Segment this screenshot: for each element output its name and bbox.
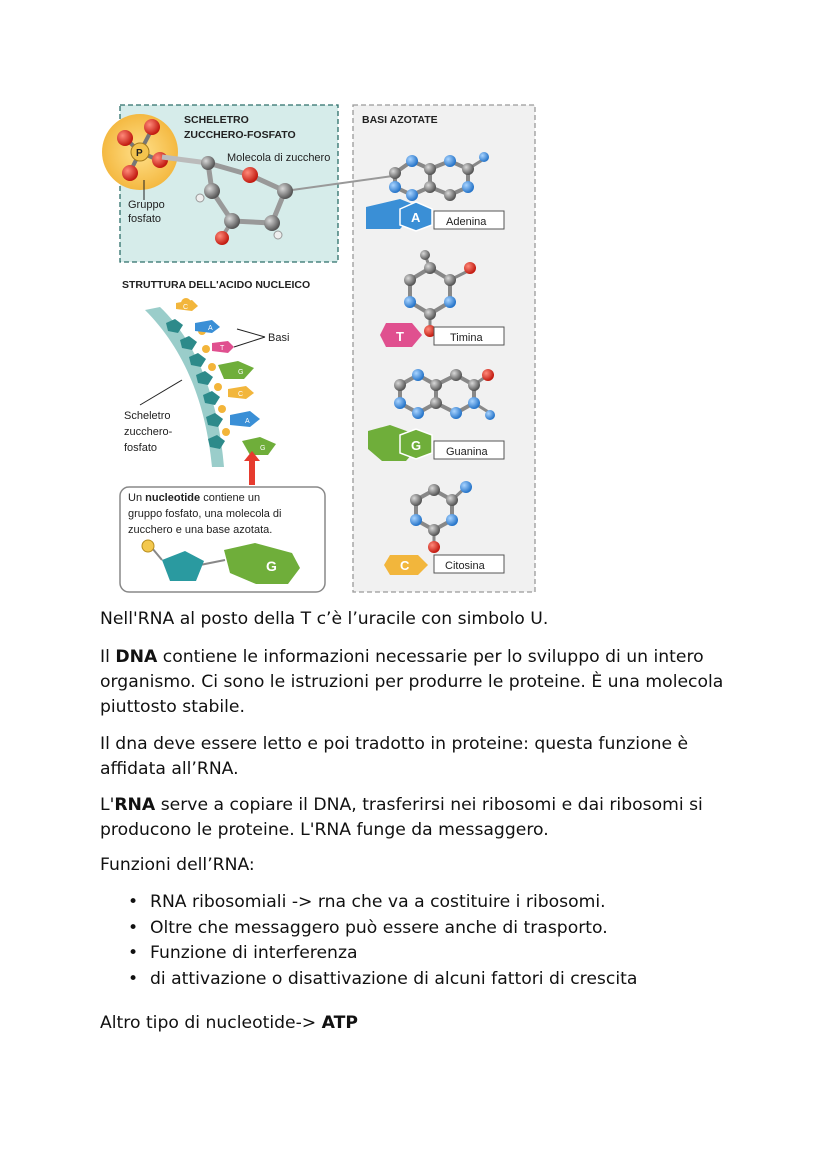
adenina-label-box (433, 210, 505, 230)
timina-base-shape (380, 323, 422, 347)
basi-label: Basi (268, 332, 289, 344)
nucleotide-letter: G (266, 558, 277, 574)
phosphate-label-1: Gruppo (128, 199, 165, 211)
nucleotide-base (224, 543, 300, 584)
strand-nucleotides: C A T G C A G (166, 298, 276, 455)
strand-letter-4: G (238, 369, 243, 376)
nucleotide-line-2: gruppo fosfato, una molecola di (128, 508, 282, 520)
nucleotide-line-3: zucchero e una base azotata. (128, 524, 272, 536)
nucleotide-sugar (162, 551, 204, 581)
strand-letter-1: C (183, 304, 188, 311)
timina-letter: T (396, 329, 404, 344)
guanina-label: Guanina (446, 446, 488, 458)
paragraph-dna: Il DNA contiene le informazioni necessar… (100, 647, 724, 717)
bases-panel (352, 104, 536, 593)
backbone-label-2: zucchero- (124, 426, 173, 438)
rna-functions-heading: Funzioni dell’RNA: (100, 855, 255, 875)
citosina-label: Citosina (445, 560, 486, 572)
paragraph-rna: L'RNA serve a copiare il DNA, trasferirs… (100, 795, 703, 840)
strand-letter-2: A (208, 325, 213, 332)
backbone-label-3: fosfato (124, 442, 157, 454)
phosphate-label-2: fosfato (128, 213, 161, 225)
rna-functions-list: RNA ribosomiali -> rna che va a costitui… (128, 890, 637, 992)
adenina-structure (389, 152, 489, 201)
adenina-label: Adenina (446, 216, 487, 228)
nucleotide-line-1: Un nucleotide contiene un (128, 492, 260, 504)
guanina-label-box (433, 440, 505, 460)
paragraph-dna-translation: Il dna deve essere letto e poi tradotto … (100, 734, 689, 779)
backbone-label-1: Scheletro (124, 410, 170, 422)
paragraph-atp: Altro tipo di nucleotide-> ATP (100, 1013, 358, 1033)
sugar-label: Molecola di zucchero (227, 152, 330, 164)
guanina-letter: G (411, 438, 421, 453)
citosina-structure (410, 481, 472, 553)
backbone-title-1: SCHELETRO (184, 114, 249, 126)
guanina-structure (394, 369, 495, 420)
arrow-icon (244, 451, 260, 485)
figure-svg: SCHELETRO ZUCCHERO-FOSFATO BASI AZOTATE … (102, 104, 536, 593)
strand-letter-6: A (245, 418, 250, 425)
citosina-base-shape (384, 555, 428, 575)
timina-label-box (433, 326, 505, 346)
list-item: RNA ribosomiali -> rna che va a costitui… (128, 890, 637, 916)
citosina-letter: C (400, 558, 410, 573)
citosina-label-box (433, 554, 505, 574)
bases-title: BASI AZOTATE (362, 114, 438, 126)
strand-letter-3: T (220, 345, 225, 352)
structure-title: STRUTTURA DELL'ACIDO NUCLEICO (122, 279, 310, 291)
adenina-letter: A (411, 210, 421, 225)
backbone-title-2: ZUCCHERO-FOSFATO (184, 129, 296, 141)
list-item: di attivazione o disattivazione di alcun… (128, 967, 637, 993)
list-item: Oltre che messaggero può essere anche di… (128, 916, 637, 942)
list-item: Funzione di interferenza (128, 941, 637, 967)
timina-label: Timina (450, 332, 483, 344)
phosphate-symbol: P (136, 148, 143, 159)
strand-letter-7: G (260, 445, 265, 452)
timina-structure (404, 250, 476, 337)
strand-letter-5: C (238, 391, 243, 398)
sugar-molecule (161, 154, 401, 245)
nucleic-acid-figure: SCHELETRO ZUCCHERO-FOSFATO BASI AZOTATE … (100, 95, 540, 600)
paragraph-rna-uracil: Nell'RNA al posto della T c’è l’uracile … (100, 609, 549, 629)
